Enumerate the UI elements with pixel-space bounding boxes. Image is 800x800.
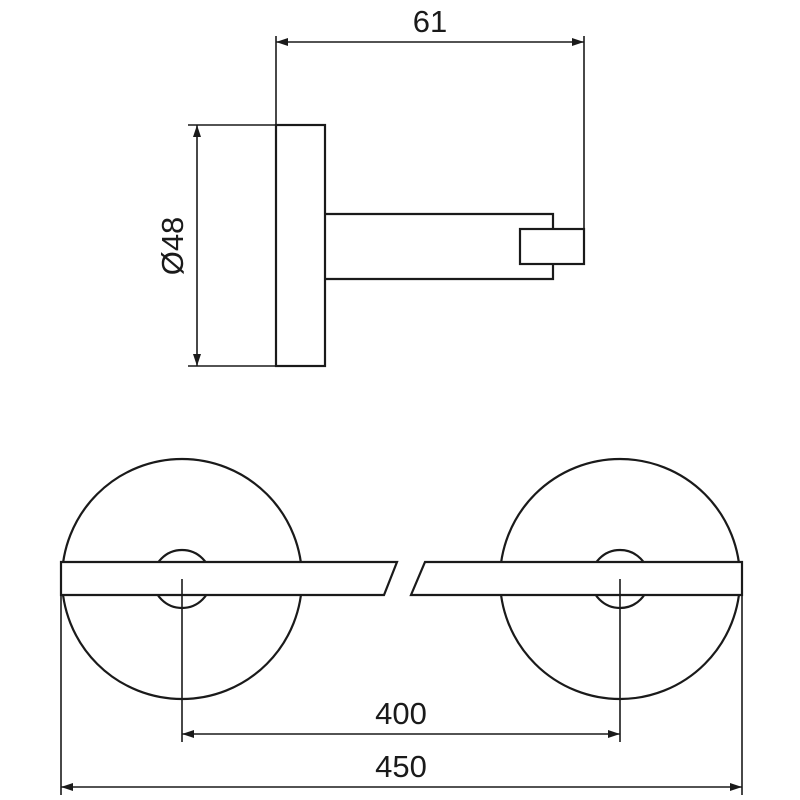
end-cap-side	[518, 227, 586, 266]
dimension-61-label: 61	[413, 4, 447, 39]
rail-right-segment	[409, 560, 744, 597]
rail-left-segment	[59, 560, 399, 597]
front-view	[59, 457, 744, 701]
rosette-side-profile	[274, 123, 327, 368]
dimension-center-distance: 400	[181, 579, 621, 742]
dimension-450-label: 450	[375, 749, 427, 784]
dimension-400-label: 400	[375, 696, 427, 731]
dimension-overall-length: 450	[60, 562, 743, 795]
dimension-projection-depth: 61	[275, 4, 585, 229]
dimension-diameter-label: Ø48	[155, 217, 190, 276]
dimension-rosette-diameter: Ø48	[155, 124, 276, 367]
rail-arm-side	[325, 212, 555, 281]
side-view	[274, 123, 586, 368]
